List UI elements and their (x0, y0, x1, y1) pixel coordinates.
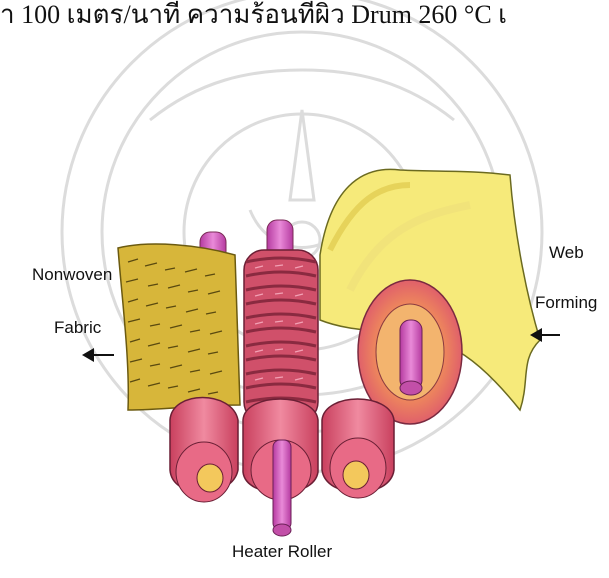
arrow-left-icon (92, 354, 114, 356)
arrow-left-icon (540, 334, 560, 336)
label-heater-roller: Heater Roller (232, 542, 332, 562)
label-nonwoven: Nonwoven (32, 265, 112, 285)
heater-roller-ribbed (244, 250, 318, 422)
label-fabric: Fabric (54, 318, 101, 338)
nonwoven-fabric (118, 244, 240, 410)
bottom-rollers (170, 398, 394, 537)
label-forming: Forming (535, 293, 597, 313)
label-web: Web (549, 243, 584, 263)
